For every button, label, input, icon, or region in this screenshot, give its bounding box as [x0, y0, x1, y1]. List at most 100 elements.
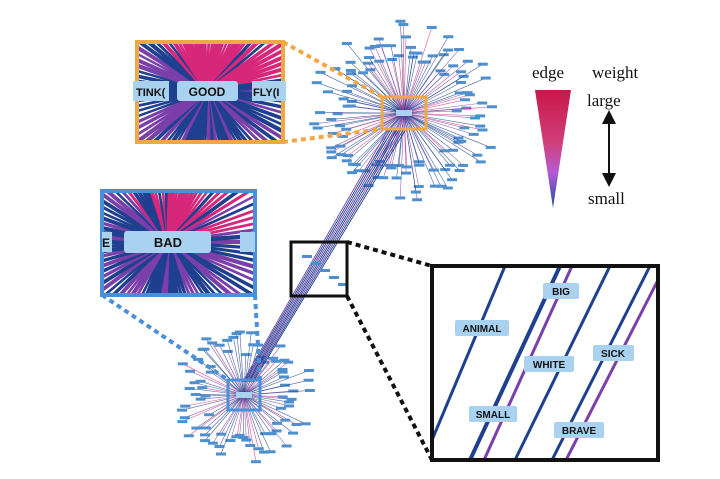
bottom-cluster-node [271, 421, 282, 425]
top-cluster-node [428, 168, 439, 172]
zoom-good-edge [137, 44, 209, 93]
zoom-bad-edge [165, 191, 172, 243]
bottom-cluster-hub [236, 392, 252, 398]
zoom-good-edge [204, 42, 222, 92]
top-cluster-node [309, 122, 320, 126]
top-cluster-node [345, 68, 356, 72]
top-cluster-edge [368, 57, 405, 114]
top-cluster-edge [403, 112, 435, 171]
legend-large-label: large [587, 91, 621, 110]
bottom-cluster-edge [243, 394, 265, 453]
top-cluster-edge [390, 45, 405, 114]
bottom-cluster-node [195, 379, 206, 383]
bridge-node [320, 269, 330, 272]
top-cluster-edge [403, 53, 418, 114]
bottom-cluster-edge [243, 390, 310, 396]
top-cluster-edge [346, 112, 405, 130]
top-cluster-node [386, 166, 397, 170]
zoom-good-edge [137, 63, 208, 94]
top-cluster-edge [403, 49, 449, 114]
zoom-bad-edge [164, 191, 170, 243]
top-cluster-node [384, 163, 395, 167]
zoom-bad-edge [166, 191, 242, 244]
zoom-bad-edge [166, 241, 201, 295]
zoom-good-edge [180, 90, 209, 142]
bottom-cluster-edge [236, 394, 245, 437]
bottom-cluster-edge [243, 376, 285, 396]
top-cluster-node [414, 160, 425, 164]
zoom-good-edge [205, 42, 254, 93]
zoom-bad-edge [102, 240, 169, 295]
bottom-cluster-edge [239, 394, 245, 436]
zoom-bad-edge [160, 241, 171, 295]
top-cluster-node [347, 171, 358, 175]
top-cluster-node [341, 127, 352, 131]
bottom-cluster-node [278, 375, 289, 379]
top-cluster-node [470, 116, 481, 120]
top-cluster-node [448, 148, 459, 152]
bottom-cluster-node [214, 445, 225, 449]
top-cluster-node [346, 72, 357, 76]
bottom-cluster-edge [243, 371, 283, 396]
bottom-cluster-node [277, 370, 288, 374]
zoom-bad-edge [167, 191, 232, 244]
bottom-cluster-node [277, 395, 288, 399]
node-bad [124, 231, 211, 253]
top-cluster-node [348, 162, 359, 166]
top-cluster-node [477, 128, 488, 132]
top-cluster-node [453, 136, 464, 140]
top-cluster-edge [403, 112, 451, 166]
bottom-cluster-node [281, 444, 292, 448]
bottom-cluster-edge [206, 338, 245, 396]
top-cluster-edge [320, 72, 405, 114]
zoom-bad-edge [166, 191, 196, 243]
top-cluster-node [410, 190, 421, 194]
bottom-cluster-node [200, 394, 211, 398]
top-cluster-edge [403, 112, 476, 119]
top-cluster-node [372, 175, 383, 179]
top-cluster-node [414, 163, 425, 167]
bottom-cluster-node [204, 413, 215, 417]
top-cluster-edge [403, 99, 466, 114]
bridge-node [329, 276, 339, 279]
zoom-good-edge [205, 89, 271, 142]
zoom-good-edge [205, 42, 238, 93]
bottom-cluster-node [260, 432, 271, 436]
zoom-bad-edge [124, 241, 170, 295]
bottom-cluster-node [288, 431, 299, 435]
zoom-good-edge [206, 83, 283, 94]
highlight-box-middle [289, 240, 349, 298]
top-cluster-node [387, 58, 398, 62]
zoom-good-edge [188, 90, 209, 142]
top-cluster-node [341, 159, 352, 163]
top-cluster-edge [369, 47, 405, 114]
top-cluster-edge [378, 61, 405, 114]
bottom-cluster-node [291, 423, 302, 427]
bridge-edge [248, 127, 401, 383]
bridge-edge [242, 127, 390, 383]
zoom-good-edge [137, 89, 208, 113]
zoom-good-edge [205, 42, 248, 93]
zoom-bad-edge [167, 240, 255, 295]
bottom-cluster-node [197, 386, 208, 390]
zoom-bad-edge [110, 240, 170, 295]
node-sick [593, 345, 634, 361]
bottom-cluster-edge [243, 370, 310, 396]
zoom-bad-edge [140, 241, 170, 295]
zoom-good-edge [206, 61, 283, 93]
zoom-good-edge [206, 89, 283, 115]
node-label-bad: BAD [154, 235, 182, 250]
top-cluster-node [326, 150, 337, 154]
bottom-cluster-node [200, 433, 211, 437]
bottom-cluster-edge [243, 394, 266, 434]
bottom-cluster-node [179, 416, 190, 420]
top-cluster-edge [403, 112, 436, 187]
top-cluster-node [364, 56, 375, 60]
zoom-good-edge [154, 42, 209, 93]
zoom-good-edge [205, 89, 283, 134]
top-cluster-edge [403, 82, 462, 114]
top-cluster-node [435, 184, 446, 188]
bottom-cluster-edge [194, 382, 245, 396]
zoom-bad-edge [126, 191, 170, 243]
bridge-node [338, 283, 348, 286]
